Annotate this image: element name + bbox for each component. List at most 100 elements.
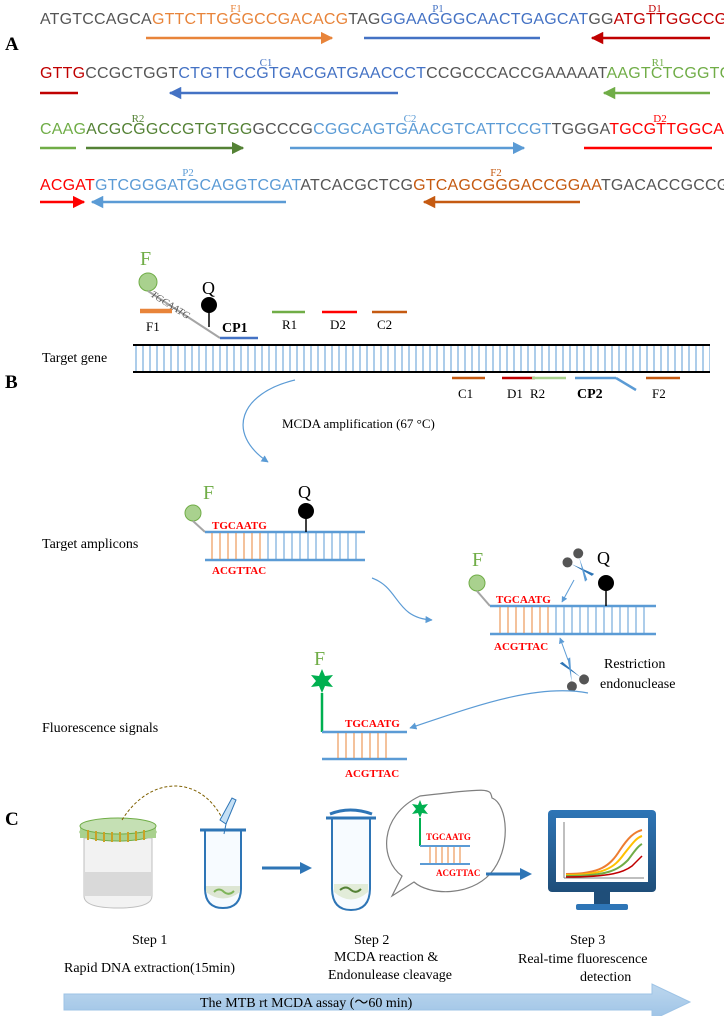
panel-c-workflow: Step 1 Rapid DNA extraction(15min) TGCAA…: [63, 785, 692, 1016]
primer-c1-bottom: C1: [458, 386, 473, 401]
step3-label: Step 3: [570, 933, 605, 948]
speech-bubble: [386, 789, 506, 898]
amplification-arrow: [242, 379, 296, 463]
transfer-arc: [121, 785, 223, 821]
primer-label-r1: R1: [652, 57, 665, 69]
sequence-segment: ATCACGCTCG: [300, 177, 414, 194]
cleavage-q-label: Q: [597, 548, 610, 568]
sequence-segment: CAAG: [40, 121, 87, 138]
cleavage-probe-seq: TGCAATG: [496, 594, 551, 606]
sequence-segment: TGACACCGCCGAT: [600, 177, 724, 194]
sequence-segment: TGGGA: [551, 121, 610, 138]
sequence-segment: CGGCAGTGAACGTCATTCCGT: [313, 121, 552, 138]
sequence-segment: GTTG: [40, 65, 86, 82]
sequence-segment: ACGAT: [40, 177, 95, 194]
primer-label-p1: P1: [432, 3, 444, 15]
cleavage-f-label: F: [472, 549, 483, 571]
cleavage-arrow: [371, 577, 433, 624]
target-gene-label: Target gene: [42, 351, 107, 366]
signal-f-label: F: [314, 648, 325, 670]
fluorophore-label: F: [140, 248, 151, 270]
sequence-segment: AAGTCTCGGTGGC: [606, 65, 724, 82]
signal-probe-seq: TGCAATG: [345, 718, 400, 730]
bubble-probe-seq: TGCAATG: [426, 832, 471, 842]
signal-comp-seq: ACGTTAC: [345, 768, 399, 780]
sequence-segment: CTGTTCCGTGACGATGAACCCT: [178, 65, 427, 82]
signal-arrow: [409, 690, 589, 730]
cleavage-comp-seq: ACGTTAC: [494, 641, 548, 653]
primer-label-d1: D1: [648, 3, 661, 15]
amplification-label: MCDA amplification (67 °C): [282, 416, 435, 431]
primer-label-c1: C1: [260, 57, 273, 69]
panel-b-diagram: Target gene F Q TGCAATG CP1 F1 R1 D2 C2 …: [42, 248, 710, 780]
panel-label-a: A: [5, 34, 19, 55]
amplicon-q-label: Q: [298, 482, 311, 502]
sequence-segment: ACGCGGCCGTGTGG: [86, 121, 253, 138]
sequence-segment: GCCCG: [252, 121, 314, 138]
target-gene-dna: [133, 344, 710, 373]
amplicon-f-label: F: [203, 482, 214, 504]
step2-description-1: MCDA reaction &: [334, 950, 438, 965]
sequence-segment: GTCGGGATGCAGGTCGAT: [94, 177, 301, 194]
panel-label-b: B: [5, 372, 18, 393]
sequence-segment: GGAAGGGCAACTGAGCAT: [380, 11, 589, 28]
step1-description: Rapid DNA extraction(15min): [64, 961, 235, 976]
scissors-icon-top: [562, 548, 595, 582]
step2-description-2: Endonulease cleavage: [328, 968, 452, 983]
sequence-segment: CCGCTGGT: [85, 65, 179, 82]
primer-r1-top: R1: [282, 317, 297, 332]
primer-r2-bottom: R2: [530, 386, 545, 401]
primer-label-c2: C2: [404, 113, 417, 125]
step3-description-1: Real-time fluorescence: [518, 952, 647, 967]
step1-label: Step 1: [132, 933, 167, 948]
cleavage-amplicon: [468, 574, 656, 636]
cp1-probe-sequence: TGCAATG: [148, 289, 191, 322]
primer-d1-bottom: D1: [507, 386, 523, 401]
primer-label-f2: F2: [490, 167, 502, 179]
primer-f2-bottom: F2: [652, 386, 666, 401]
sequence-row-1: ATGTCCAGCAGTTCTTGGGCCGACACGTAGGGAAGGGCAA…: [40, 11, 724, 29]
cp2-label: CP2: [577, 387, 603, 402]
restriction-label-2: endonuclease: [600, 677, 675, 692]
restriction-label-1: Restriction: [604, 657, 665, 672]
sequence-segment: GTCAGCGGGACCGGAA: [413, 177, 601, 194]
tube-icon-1: [200, 797, 246, 910]
target-amplicon: [184, 503, 365, 562]
sequence-segment: TAG: [348, 11, 381, 28]
sequence-segment: ATGTTGGCCGCT: [613, 11, 724, 28]
fluorescence-signals-label: Fluorescence signals: [42, 721, 158, 736]
sequence-segment: ATGTCCAGCA: [40, 11, 152, 28]
primer-label-p2: P2: [182, 167, 194, 179]
sequence-segment: GG: [588, 11, 614, 28]
fluorescence-fragment: [311, 669, 407, 761]
monitor-icon: [548, 810, 656, 910]
panel-label-c: C: [5, 809, 19, 830]
quencher-circle: [201, 297, 217, 313]
cp2-probe: [575, 376, 637, 392]
cp1-label: CP1: [222, 321, 248, 336]
assay-bar-label: The MTB rt MCDA assay (～60 min): [200, 996, 413, 1011]
step2-label: Step 2: [354, 933, 389, 948]
tube-icon-2: [326, 808, 376, 912]
sequence-row-3: CAAGACGCGGCCGTGTGGGCCCGCGGCAGTGAACGTCATT…: [40, 121, 724, 139]
assay-bar-arrow: [63, 983, 692, 1016]
primer-label-f1: F1: [230, 3, 242, 15]
quencher-label: Q: [202, 278, 215, 298]
sequence-row-2: GTTGCCGCTGGTCTGTTCCGTGACGATGAACCCTCCGCCC…: [40, 65, 724, 83]
amplicon-probe-seq: TGCAATG: [212, 520, 267, 532]
step3-description-2: detection: [580, 970, 631, 985]
bubble-comp-seq: ACGTTAC: [436, 868, 480, 878]
primer-label-d2: D2: [653, 113, 666, 125]
sample-jar-icon: [79, 817, 157, 909]
primer-d2-top: D2: [330, 317, 346, 332]
sequence-segment: CCGCCCACCGAAAAAT: [426, 65, 607, 82]
primer-f1-top: F1: [146, 319, 160, 334]
primer-label-r2: R2: [132, 113, 145, 125]
cp1-probe: [138, 272, 258, 340]
scissors-icon-bottom: [559, 657, 590, 692]
sequence-segment: GTTCTTGGGCCGACACG: [151, 11, 349, 28]
target-amplicons-label: Target amplicons: [42, 537, 138, 552]
sequence-segment: TGCGTTGGCAGA: [609, 121, 724, 138]
primer-c2-top: C2: [377, 317, 392, 332]
amplicon-comp-seq: ACGTTAC: [212, 565, 266, 577]
